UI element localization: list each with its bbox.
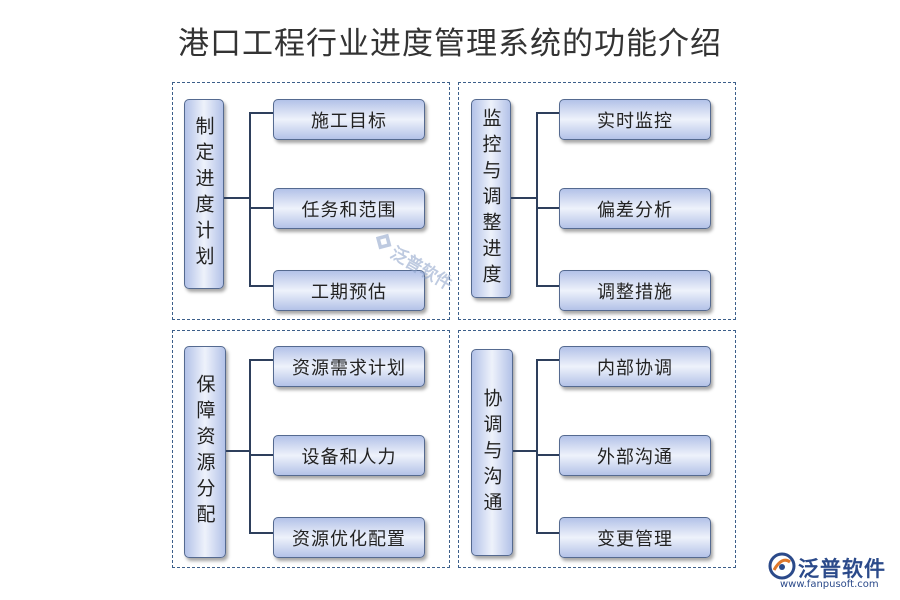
item-resource-demand: 资源需求计划 (273, 346, 425, 387)
item-monitor-deviation: 偏差分析 (559, 188, 711, 229)
connector (249, 112, 274, 114)
connector (536, 532, 560, 534)
panel-plan (172, 82, 450, 320)
connector (224, 197, 250, 199)
connector (536, 359, 538, 533)
brand-logo-icon (768, 552, 796, 580)
connector (536, 454, 560, 456)
item-monitor-realtime: 实时监控 (559, 99, 711, 140)
heading-plan: 制定进度计划 (184, 99, 224, 289)
heading-plan-label: 制定进度计划 (192, 116, 215, 272)
brand-url: www.fanpusoft.com (780, 579, 879, 590)
item-coord-external: 外部沟通 (559, 435, 711, 476)
heading-coordinate: 协调与沟通 (471, 349, 513, 556)
heading-resource-label: 保障资源分配 (193, 374, 216, 530)
connector (536, 112, 560, 114)
connector (536, 207, 560, 209)
heading-coordinate-label: 协调与沟通 (480, 387, 503, 518)
brand-logo: 泛普软件 www.fanpusoft.com (768, 550, 893, 595)
watermark-logo-icon (375, 233, 392, 250)
watermark: 泛普软件 (356, 218, 464, 315)
panel-resource (172, 330, 450, 568)
item-plan-duration: 工期预估 (273, 270, 425, 311)
brand-name: 泛普软件 (798, 557, 886, 581)
panel-monitor (458, 82, 736, 320)
item-resource-equipment: 设备和人力 (273, 435, 425, 476)
connector (536, 112, 538, 286)
connector (249, 112, 251, 286)
connector (249, 207, 274, 209)
connector (511, 197, 537, 199)
connector (249, 359, 274, 361)
item-plan-scope: 任务和范围 (273, 188, 425, 229)
heading-monitor: 监控与调整进度 (471, 99, 511, 298)
item-coord-change: 变更管理 (559, 517, 711, 558)
connector (249, 359, 251, 533)
connector (249, 532, 274, 534)
item-resource-optimize: 资源优化配置 (273, 517, 425, 558)
item-coord-internal: 内部协调 (559, 346, 711, 387)
item-monitor-adjust: 调整措施 (559, 270, 711, 311)
connector (536, 285, 560, 287)
connector (536, 359, 560, 361)
diagram-title: 港口工程行业进度管理系统的功能介绍 (178, 26, 722, 62)
connector (249, 285, 274, 287)
heading-monitor-label: 监控与调整进度 (479, 107, 502, 290)
connector (249, 454, 274, 456)
connector (226, 450, 250, 452)
connector (513, 450, 537, 452)
panel-coordinate (458, 330, 736, 568)
item-plan-goal: 施工目标 (273, 99, 425, 140)
heading-resource: 保障资源分配 (184, 346, 226, 558)
